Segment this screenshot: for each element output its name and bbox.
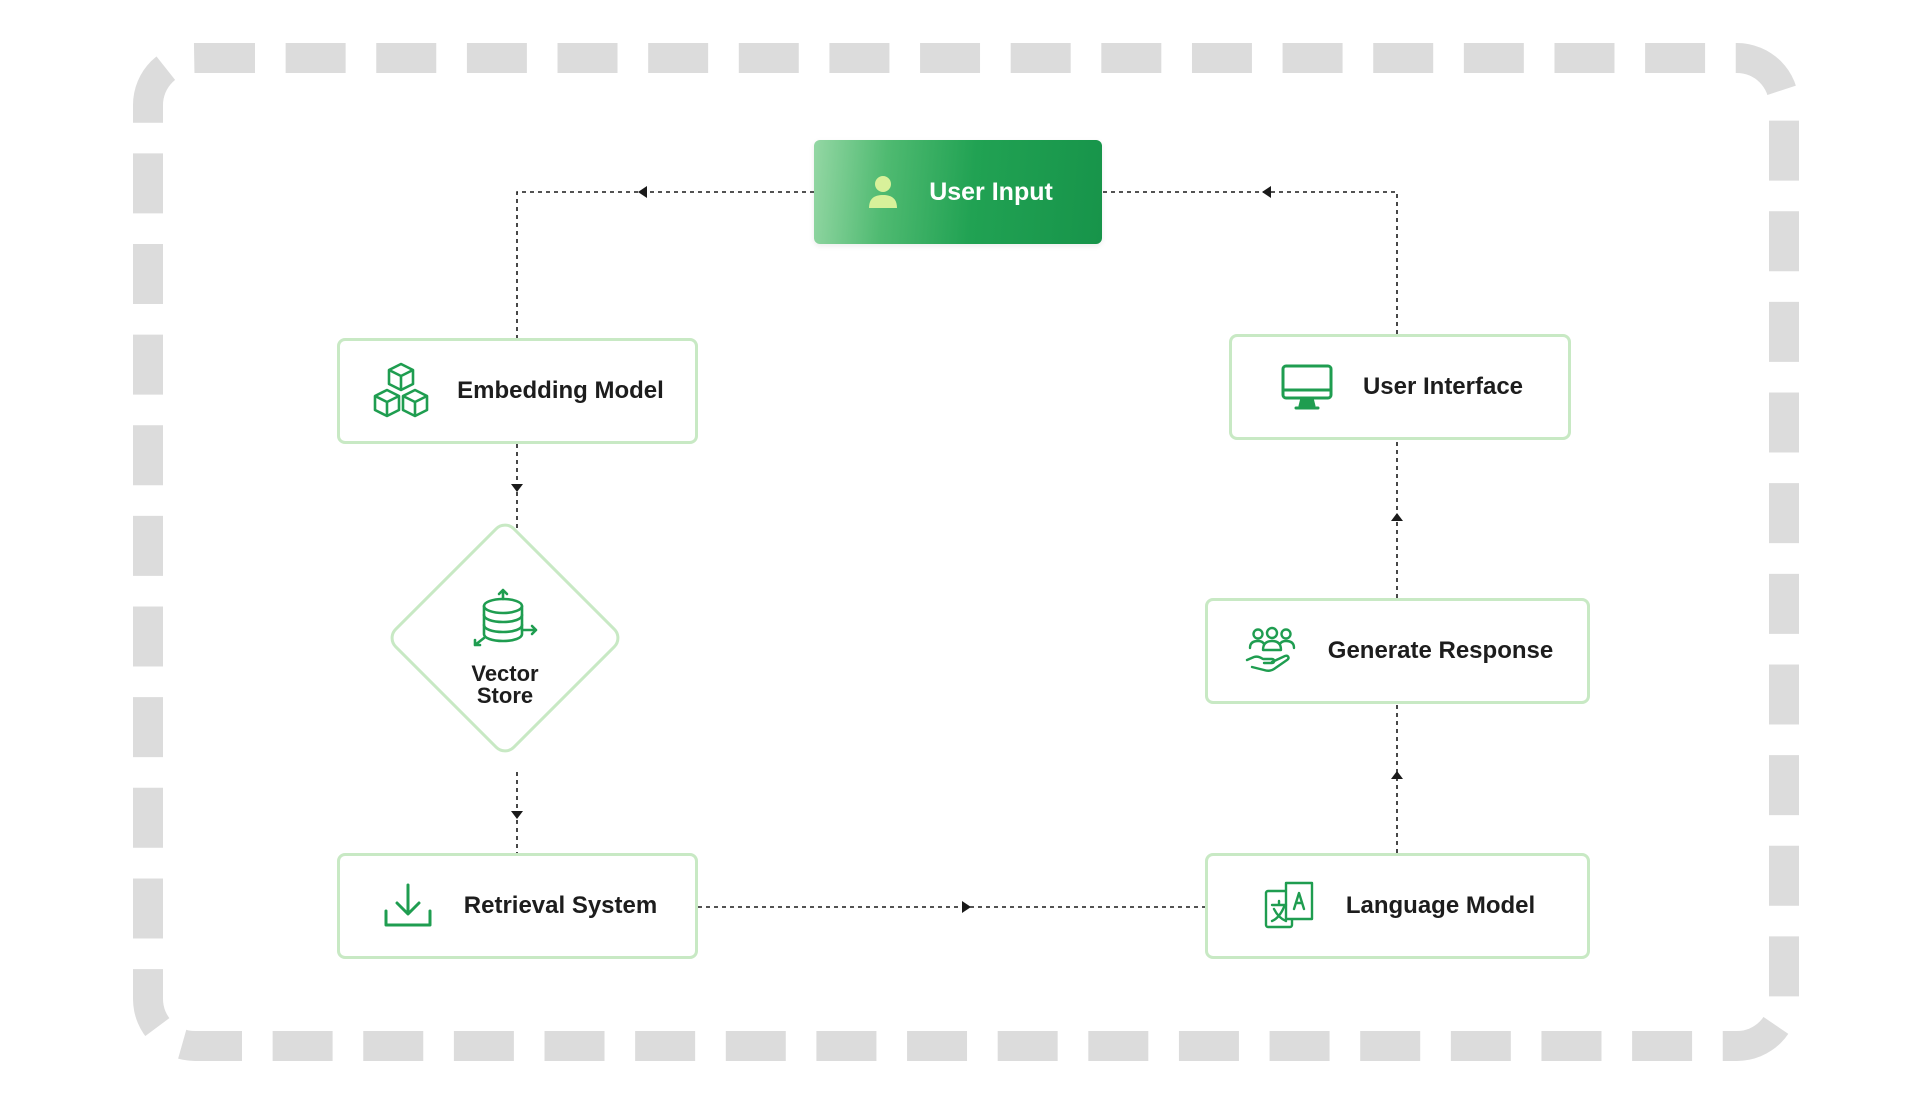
node-user-interface[interactable]: User Interface (1229, 334, 1571, 440)
node-label: Generate Response (1327, 637, 1554, 664)
arrowhead-left-1 (638, 186, 647, 198)
node-embedding-model[interactable]: Embedding Model (337, 338, 698, 444)
vector-store-content: Vector Store (435, 588, 575, 718)
node-generate-response[interactable]: Generate Response (1205, 598, 1590, 704)
node-label: Language Model (1345, 892, 1536, 919)
node-user-input[interactable]: User Input (814, 140, 1102, 244)
monitor-icon (1277, 357, 1337, 417)
node-language-model[interactable]: Language Model (1205, 853, 1590, 959)
arrowhead-up-1 (1391, 771, 1403, 779)
node-label: User Interface (1362, 373, 1524, 400)
translate-icon (1260, 876, 1320, 936)
arrowhead-right-1 (962, 901, 971, 913)
arrowhead-down-1 (511, 484, 523, 492)
arrowhead-down-2 (511, 811, 523, 819)
arrowhead-left-2 (1262, 186, 1271, 198)
node-label: Embedding Model (457, 377, 664, 404)
node-label: Vector Store (471, 661, 539, 708)
download-icon (378, 876, 438, 936)
arrowhead-up-2 (1391, 513, 1403, 521)
database-icon (470, 588, 540, 659)
dashed-frame (133, 43, 1799, 1061)
edge-user-input-to-embedding-model (516, 191, 814, 338)
node-label: Retrieval System (463, 892, 658, 919)
cubes-icon (371, 361, 431, 421)
group-hand-icon (1242, 621, 1302, 681)
node-retrieval-system[interactable]: Retrieval System (337, 853, 698, 959)
node-label: User Input (929, 177, 1053, 206)
edge-user-interface-to-user-input (1100, 191, 1398, 334)
user-icon (863, 172, 903, 212)
